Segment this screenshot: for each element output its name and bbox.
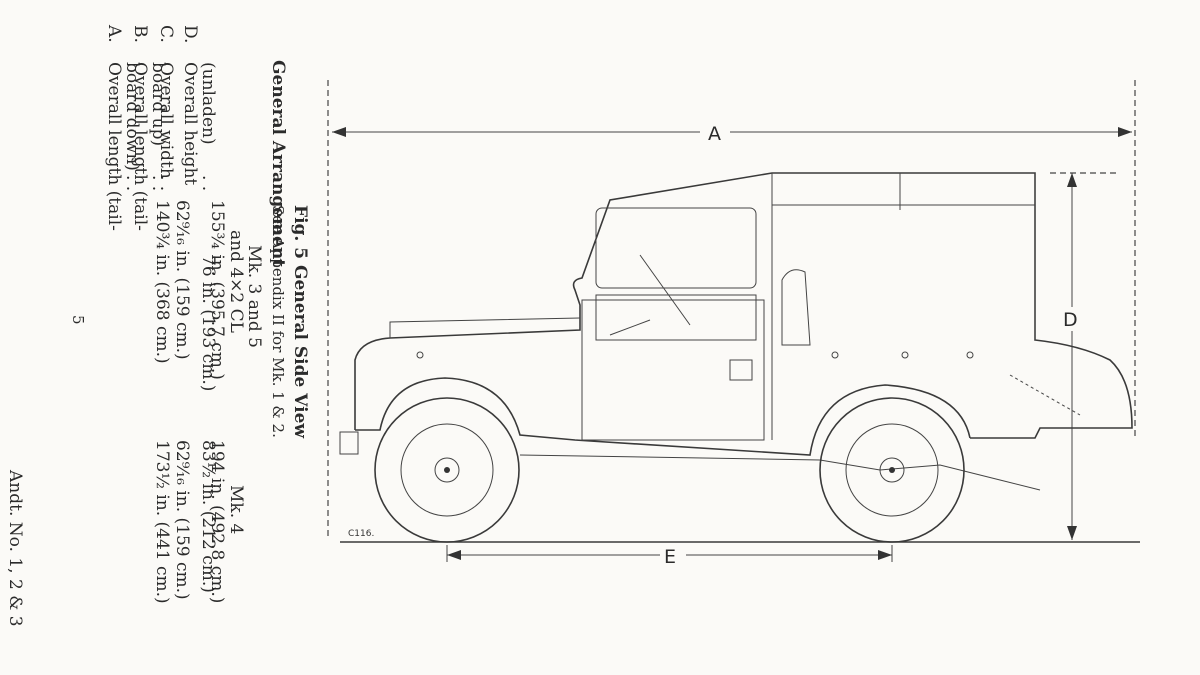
rear-rivet-1 — [831, 351, 839, 359]
amendment-note: Andt. No. 1, 2 & 3 — [5, 470, 25, 627]
figure-title: General Side View — [290, 265, 310, 439]
row-a-key: A. — [104, 25, 124, 43]
dimension-d-arrow-bottom — [1067, 526, 1077, 540]
front-wheel-centre — [444, 467, 450, 473]
rear-wheel-centre — [889, 467, 895, 473]
rear-wheel-tyre — [819, 397, 965, 543]
row-c-mk35: 62⁹⁄₁₆ in. (159 cm.) — [172, 200, 192, 360]
chassis-frame — [519, 454, 1041, 491]
dimension-e-label-bg — [660, 544, 686, 566]
bonnet-top — [389, 317, 581, 338]
bonnet-rivet — [416, 351, 424, 359]
row-c-key: C. — [156, 25, 176, 43]
row-c-dots: . . — [156, 175, 176, 192]
dimension-d-label: D — [1063, 309, 1078, 331]
door-panel — [581, 299, 765, 441]
figure-number: Fig. 5 — [290, 205, 310, 260]
col-header-mk35-1: Mk. 3 and 5 — [244, 245, 264, 348]
vehicle-sill-line — [355, 377, 971, 456]
page-number: 5 — [69, 315, 87, 325]
row-d-mk4: 83½ in. (212 cm.) — [198, 440, 218, 593]
dimension-d-label-bg — [1060, 307, 1085, 331]
row-d-key: D. — [180, 25, 200, 44]
row-d-dots: . . — [198, 175, 218, 192]
row-b-mk4: 173½ in. (441 cm.) — [152, 440, 172, 604]
row-d-label-1: Overall height — [180, 62, 200, 186]
row-b-label-1: Overall length (tail- — [130, 62, 150, 231]
seat-back — [781, 269, 811, 346]
front-bumper — [339, 431, 359, 455]
dimension-a-label: A — [708, 123, 721, 145]
door-window — [595, 294, 757, 341]
steering-wheel — [639, 254, 691, 326]
dimension-e-label: E — [664, 546, 676, 568]
rear-wheel-rim — [845, 423, 939, 517]
dimension-a-arrow-left — [332, 127, 346, 137]
steering-column — [609, 319, 651, 336]
side-window-front — [595, 207, 757, 289]
row-d-mk35: 76 in. (193 cm.) — [198, 255, 218, 392]
rear-rivet-3 — [966, 351, 974, 359]
dimension-e-arrow-left — [447, 550, 461, 560]
row-c-mk4: 62⁹⁄₁₆ in. (159 cm.) — [172, 440, 192, 600]
front-wheel-hub — [434, 457, 460, 483]
figure-subtitle-right: See Appendix II for Mk. 1 & 2. — [269, 205, 287, 438]
row-a-label-1: Overall length (tail- — [104, 62, 124, 231]
vehicle-body-outline — [354, 172, 1133, 439]
door-handle — [729, 359, 753, 381]
tailboard-chain — [1009, 374, 1081, 416]
row-b-mk35: 140¾ in. (368 cm.) — [152, 200, 172, 364]
front-wheel-rim — [400, 423, 494, 517]
col-header-mk4: Mk. 4 — [226, 485, 246, 535]
row-c-label-1: Overall width — [156, 62, 176, 179]
col-header-mk35-2: and 4×2 CL — [226, 230, 246, 333]
row-d-label-2: (unladen) — [198, 62, 218, 145]
dimension-e-arrow-right — [878, 550, 892, 560]
front-wheel-tyre — [374, 397, 520, 543]
drawing-code: C116. — [348, 529, 374, 539]
rotated-text-block: Fig. 5 General Side View General Arrange… — [0, 0, 330, 675]
dimension-a-arrow-right — [1118, 127, 1132, 137]
dimension-d-arrow-top — [1067, 173, 1077, 187]
vehicle-drawing-svg: A D C116. E — [327, 80, 1140, 568]
rear-wheel-hub — [879, 457, 905, 483]
rear-rivet-2 — [901, 351, 909, 359]
vehicle-side-view-drawing: A D C116. E — [320, 60, 1200, 570]
dimension-a-label-bg — [700, 120, 730, 144]
row-b-key: B. — [130, 25, 150, 43]
